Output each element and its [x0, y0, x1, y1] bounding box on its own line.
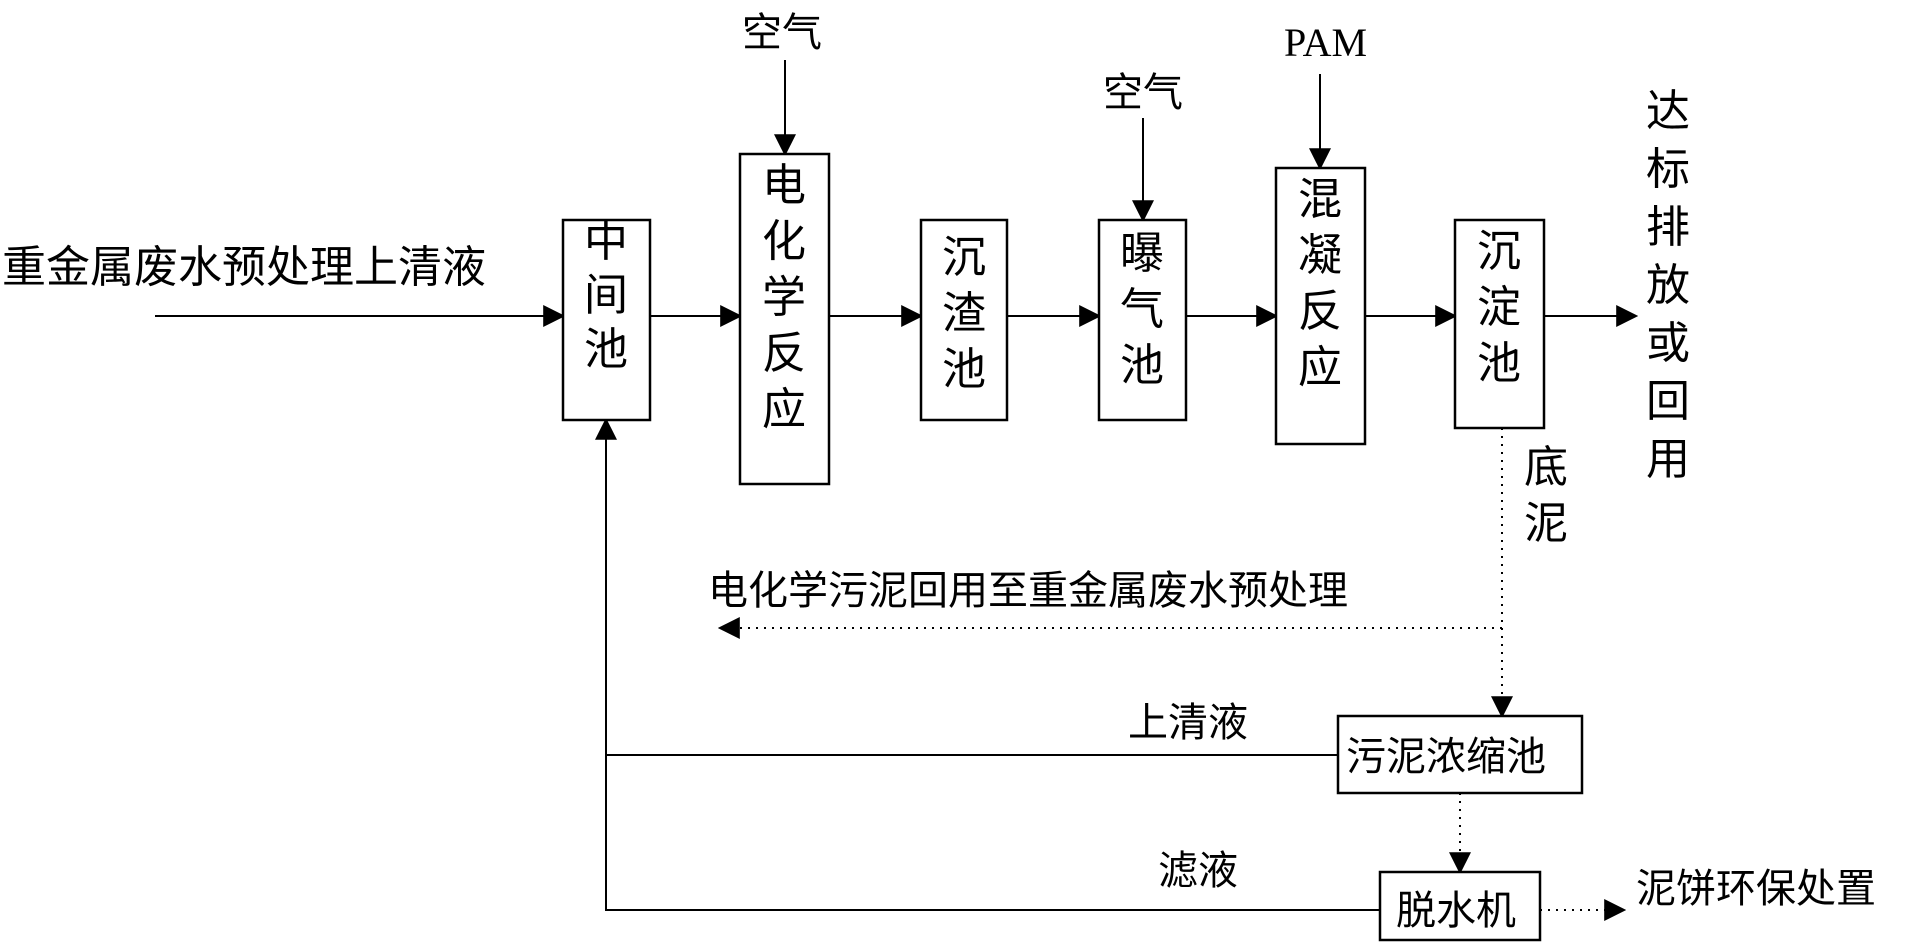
intermediate-pool-label-text: 中间池 — [584, 216, 628, 375]
intermediate-pool-box — [561, 218, 652, 422]
coagulation-reaction-box — [1274, 166, 1367, 446]
filtrate-label: 滤液 — [1158, 848, 1238, 894]
sludge-thickener-box — [1336, 714, 1584, 795]
intermediate-pool-label: 中间池 — [584, 216, 628, 375]
settling-pool-label: 沉淀池 — [1477, 226, 1521, 389]
output-label: 达标排放或回用 — [1646, 86, 1690, 485]
aeration-pool-label: 曝气池 — [1120, 228, 1164, 391]
dewatering-machine-box — [1378, 870, 1542, 942]
coagulation-reaction-label: 混凝反应 — [1298, 174, 1342, 393]
aeration-pool-box — [1097, 218, 1188, 422]
air-2-label: 空气 — [1103, 70, 1183, 116]
sludge-thickener-label: 污泥浓缩池 — [1346, 734, 1546, 780]
supernatant-return-line — [605, 754, 1380, 911]
output-label-text: 达标排放或回用 — [1646, 86, 1690, 485]
sediment-pool-label: 沉渣池 — [942, 232, 986, 395]
pam-label: PAM — [1284, 20, 1367, 65]
settling-pool-box — [1453, 218, 1546, 430]
sludge-reuse-label: 电化学污泥回用至重金属废水预处理 — [708, 568, 1348, 614]
bottom-sludge-label: 底泥 — [1524, 442, 1568, 549]
coagulation-reaction-label-text: 混凝反应 — [1298, 174, 1342, 393]
aeration-pool-label-text: 曝气池 — [1120, 228, 1164, 391]
electrochemical-reaction-label: 电化学反应 — [762, 160, 806, 435]
sediment-pool-label-text: 沉渣池 — [942, 232, 986, 395]
settling-pool-label-text: 沉淀池 — [1477, 226, 1521, 389]
cake-disposal-label: 泥饼环保处置 — [1636, 866, 1876, 912]
electrochemical-reaction-box — [738, 152, 831, 486]
bottom-sludge-label-text: 底泥 — [1524, 442, 1568, 549]
dewatering-machine-label: 脱水机 — [1396, 888, 1516, 934]
supernatant-label: 上清液 — [1128, 700, 1248, 746]
sediment-pool-box — [919, 218, 1009, 422]
input-label: 重金属废水预处理上清液 — [2, 242, 486, 293]
electrochemical-reaction-label-text: 电化学反应 — [762, 160, 806, 435]
air-1-label: 空气 — [742, 10, 822, 56]
